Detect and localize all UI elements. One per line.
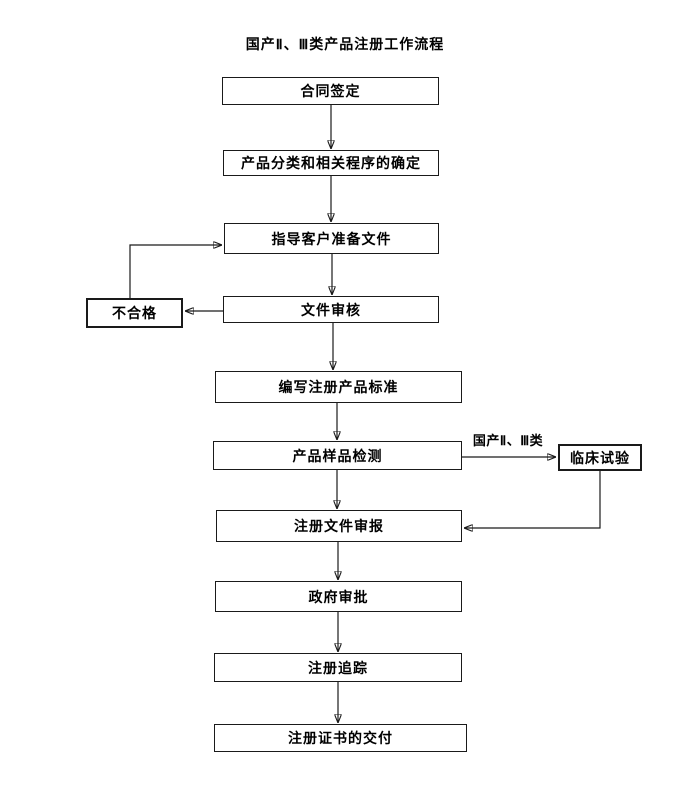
- flow-step-label: 文件审核: [301, 301, 361, 318]
- flow-step-label: 产品样品检测: [292, 447, 383, 464]
- flow-step-label: 注册证书的交付: [288, 730, 393, 746]
- flow-step-label: 指导客户准备文件: [271, 230, 392, 247]
- branch-condition-label: 国产Ⅱ、Ⅲ类: [472, 433, 544, 448]
- flow-node-rejected: 不合格: [86, 298, 183, 328]
- flow-node-label: 临床试验: [570, 449, 630, 466]
- flow-node-label: 不合格: [112, 305, 157, 321]
- flow-step-label: 注册文件审报: [294, 518, 384, 534]
- flow-step-label: 注册追踪: [308, 659, 368, 676]
- flow-step-certificate-delivery: 注册证书的交付: [214, 724, 467, 752]
- flow-step-registration-submission: 注册文件审报: [216, 510, 462, 542]
- flow-step-registration-tracking: 注册追踪: [214, 653, 462, 682]
- flow-node-clinical-trial: 临床试验: [558, 444, 642, 471]
- flow-step-product-sample-testing: 产品样品检测: [213, 441, 462, 470]
- flow-step-contract-signing: 合同签定: [222, 77, 439, 105]
- flowchart-title: 国产Ⅱ、Ⅲ类产品注册工作流程: [245, 36, 445, 52]
- flow-step-document-review: 文件审核: [223, 296, 439, 323]
- flow-step-label: 政府审批: [308, 588, 369, 605]
- flow-step-guide-client-documents: 指导客户准备文件: [224, 223, 439, 254]
- flow-step-product-classification: 产品分类和相关程序的确定: [223, 150, 439, 176]
- flow-step-government-approval: 政府审批: [215, 581, 462, 612]
- flow-step-label: 合同签定: [300, 83, 361, 99]
- flow-step-label: 产品分类和相关程序的确定: [241, 155, 421, 171]
- arrow-reject-back-to-guide: [129, 245, 222, 298]
- flow-step-label: 编写注册产品标准: [278, 379, 399, 395]
- arrow-clinical-to-submission: [464, 471, 601, 528]
- flow-step-write-product-standard: 编写注册产品标准: [215, 371, 462, 403]
